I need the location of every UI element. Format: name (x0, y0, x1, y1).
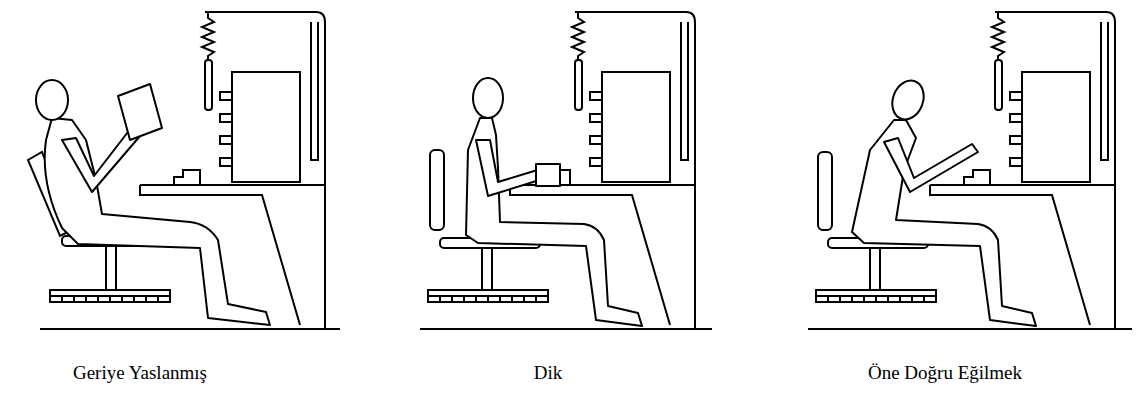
posture-caption: Öne Doğru Eğilmek (868, 362, 1022, 384)
posture-caption: Geriye Yaslanmış (73, 362, 207, 384)
posture-caption: Dik (534, 362, 563, 384)
